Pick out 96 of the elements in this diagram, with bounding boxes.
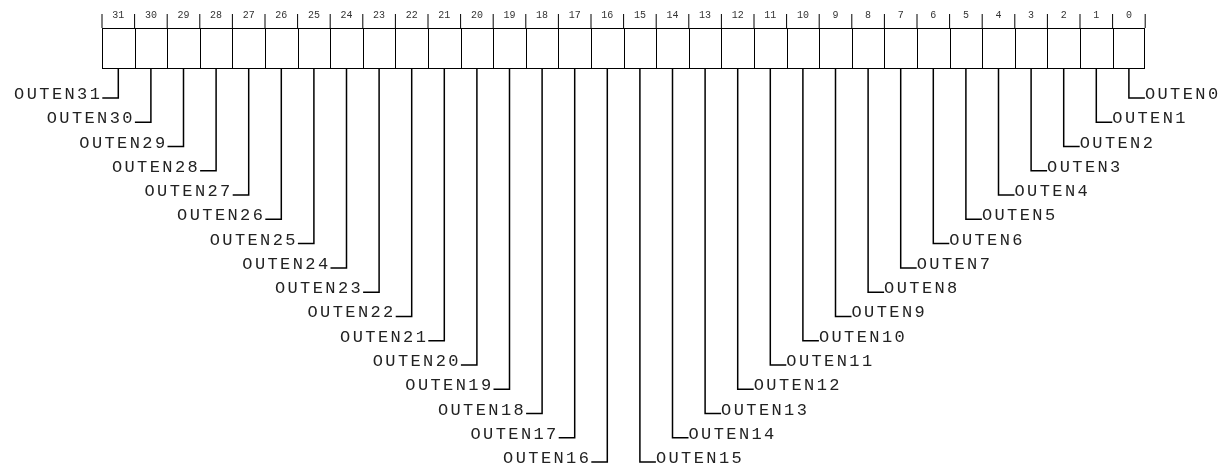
bit-number: 5 xyxy=(962,10,969,22)
signal-label: OUTEN9 xyxy=(851,302,928,325)
bit-number: 13 xyxy=(699,10,712,22)
leader-line xyxy=(166,68,185,148)
bit-number: 31 xyxy=(112,10,125,22)
bit-number: 24 xyxy=(340,10,353,22)
bit-number: 12 xyxy=(731,10,744,22)
signal-label: OUTEN31 xyxy=(14,84,103,106)
bit-number: 26 xyxy=(275,10,288,22)
signal-label: OUTEN18 xyxy=(437,399,527,422)
leader-line xyxy=(1128,68,1146,99)
signal-label: OUTEN22 xyxy=(307,302,396,325)
signal-label: OUTEN4 xyxy=(1014,181,1091,204)
leader-line xyxy=(899,68,918,269)
bit-number: 1 xyxy=(1093,10,1100,22)
signal-label: OUTEN1 xyxy=(1112,108,1188,131)
leader-line xyxy=(427,68,446,342)
bit-number: 2 xyxy=(1060,10,1067,22)
signal-label: OUTEN27 xyxy=(144,181,233,204)
signal-label: OUTEN6 xyxy=(949,229,1025,252)
signal-label: OUTEN29 xyxy=(79,132,168,155)
leader-line xyxy=(394,68,413,318)
leader-line xyxy=(769,68,788,366)
bit-number: 23 xyxy=(373,10,386,22)
bit-number: 28 xyxy=(210,10,223,22)
bit-number: 16 xyxy=(601,10,614,22)
leader-line xyxy=(557,68,576,439)
leader-line xyxy=(492,68,511,390)
leader-line xyxy=(1095,68,1114,123)
signal-label: OUTEN2 xyxy=(1079,132,1156,155)
leader-line xyxy=(264,68,283,221)
leader-line xyxy=(671,68,690,439)
bit-number: 7 xyxy=(897,10,904,22)
signal-label: OUTEN10 xyxy=(818,326,908,349)
leader-line xyxy=(997,68,1016,196)
leader-line xyxy=(134,68,152,123)
leader-line xyxy=(834,68,853,318)
bit-number: 25 xyxy=(307,10,320,22)
leader-line xyxy=(1062,68,1081,148)
leader-line xyxy=(965,68,983,221)
bit-number: 30 xyxy=(144,10,157,22)
bit-number: 9 xyxy=(832,10,839,22)
signal-label: OUTEN16 xyxy=(503,448,592,467)
bit-number: 20 xyxy=(470,10,483,22)
leader-line xyxy=(525,68,543,415)
signal-label: OUTEN13 xyxy=(721,399,810,422)
signal-label: OUTEN24 xyxy=(242,253,331,276)
leader-line xyxy=(1030,68,1048,172)
bit-number: 21 xyxy=(438,10,451,22)
signal-label: OUTEN7 xyxy=(916,253,993,276)
signal-label: OUTEN5 xyxy=(981,205,1058,228)
bit-number: 14 xyxy=(666,10,679,22)
leader-line xyxy=(297,68,315,245)
leader-line xyxy=(199,68,217,172)
signal-label: OUTEN30 xyxy=(46,108,135,131)
signal-label: OUTEN17 xyxy=(470,423,559,446)
signal-label: OUTEN26 xyxy=(177,205,266,228)
bit-number: 27 xyxy=(242,10,255,22)
leader-line xyxy=(101,68,120,99)
leader-line xyxy=(867,68,885,293)
signal-label: OUTEN23 xyxy=(274,278,364,301)
bit-number: 0 xyxy=(1125,10,1132,22)
signal-label: OUTEN28 xyxy=(111,156,201,179)
bit-number: 18 xyxy=(536,10,549,22)
bit-number: 3 xyxy=(1028,10,1035,22)
bit-number: 10 xyxy=(796,10,809,22)
bit-number: 8 xyxy=(865,10,872,22)
bit-number: 22 xyxy=(405,10,418,22)
signal-label: OUTEN21 xyxy=(340,326,429,349)
signal-label: OUTEN19 xyxy=(405,375,494,398)
signal-label: OUTEN0 xyxy=(1144,84,1221,106)
bit-number: 19 xyxy=(503,10,516,22)
signal-label: OUTEN12 xyxy=(753,375,842,398)
signal-label: OUTEN11 xyxy=(786,350,875,373)
bit-number: 6 xyxy=(930,10,937,22)
signal-label: OUTEN15 xyxy=(655,448,745,467)
bit-number: 17 xyxy=(568,10,581,22)
leader-line xyxy=(932,68,951,245)
leader-line xyxy=(231,68,250,196)
signal-label: OUTEN3 xyxy=(1047,156,1123,179)
leader-line xyxy=(802,68,820,342)
leader-line xyxy=(362,68,380,293)
leader-line xyxy=(736,68,755,390)
signal-label: OUTEN25 xyxy=(209,229,298,252)
leader-line xyxy=(329,68,348,269)
leader-line xyxy=(704,68,722,415)
bit-number: 11 xyxy=(764,10,777,22)
signal-label: OUTEN14 xyxy=(688,423,777,446)
signal-label: OUTEN8 xyxy=(884,278,960,301)
bit-number: 15 xyxy=(633,10,646,22)
bit-number: 4 xyxy=(995,10,1002,22)
leader-line xyxy=(590,68,609,463)
leader-line xyxy=(460,68,478,366)
leader-line xyxy=(639,68,657,463)
bit-number: 29 xyxy=(177,10,190,22)
signal-label: OUTEN20 xyxy=(372,350,461,373)
